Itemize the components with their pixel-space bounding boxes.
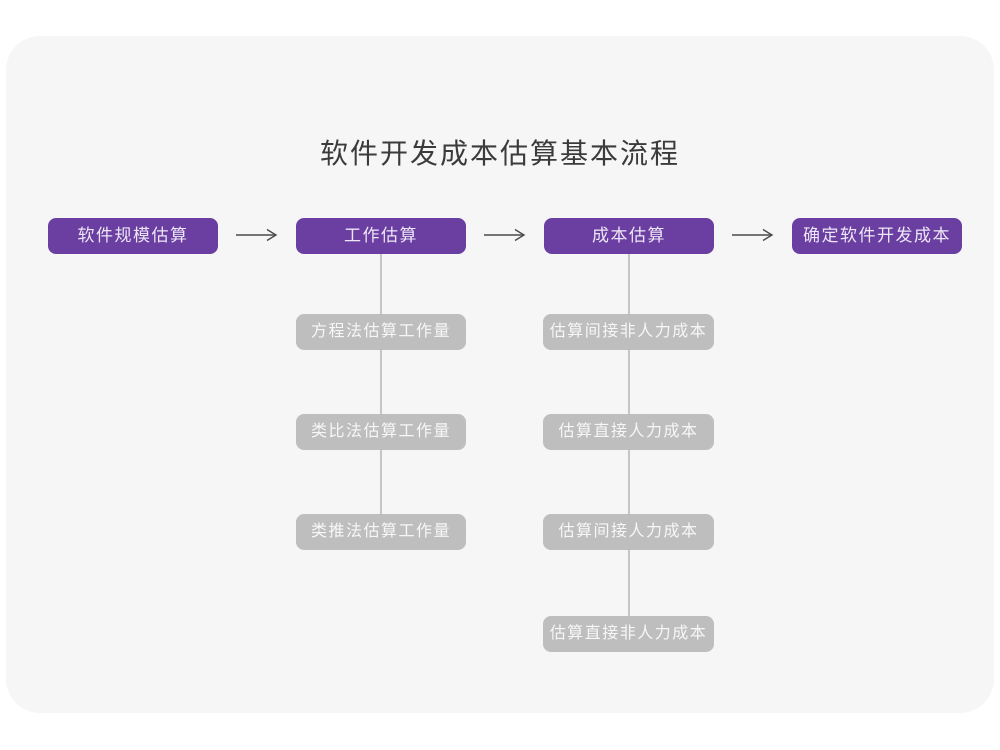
connector-line-work-column	[380, 254, 382, 522]
flowchart-card: 软件开发成本估算基本流程 软件规模估算 工作估算 成本估算 确定软件开发成本 方…	[6, 36, 994, 713]
step-software-scale-estimation: 软件规模估算	[48, 218, 218, 254]
arrow-right-icon	[236, 228, 278, 242]
step-determine-development-cost: 确定软件开发成本	[792, 218, 962, 254]
arrow-right-icon	[732, 228, 774, 242]
node-analogy-method-workload: 类比法估算工作量	[296, 414, 466, 450]
diagram-title: 软件开发成本估算基本流程	[319, 138, 680, 169]
node-indirect-labor-cost: 估算间接人力成本	[543, 514, 714, 550]
node-direct-labor-cost: 估算直接人力成本	[543, 414, 714, 450]
node-direct-non-labor-cost: 估算直接非人力成本	[543, 616, 714, 652]
step-work-estimation: 工作估算	[296, 218, 466, 254]
arrow-right-icon	[484, 228, 526, 242]
node-indirect-non-labor-cost: 估算间接非人力成本	[543, 314, 714, 350]
step-cost-estimation: 成本估算	[544, 218, 714, 254]
node-extrapolation-method-workload: 类推法估算工作量	[296, 514, 466, 550]
node-equation-method-workload: 方程法估算工作量	[296, 314, 466, 350]
